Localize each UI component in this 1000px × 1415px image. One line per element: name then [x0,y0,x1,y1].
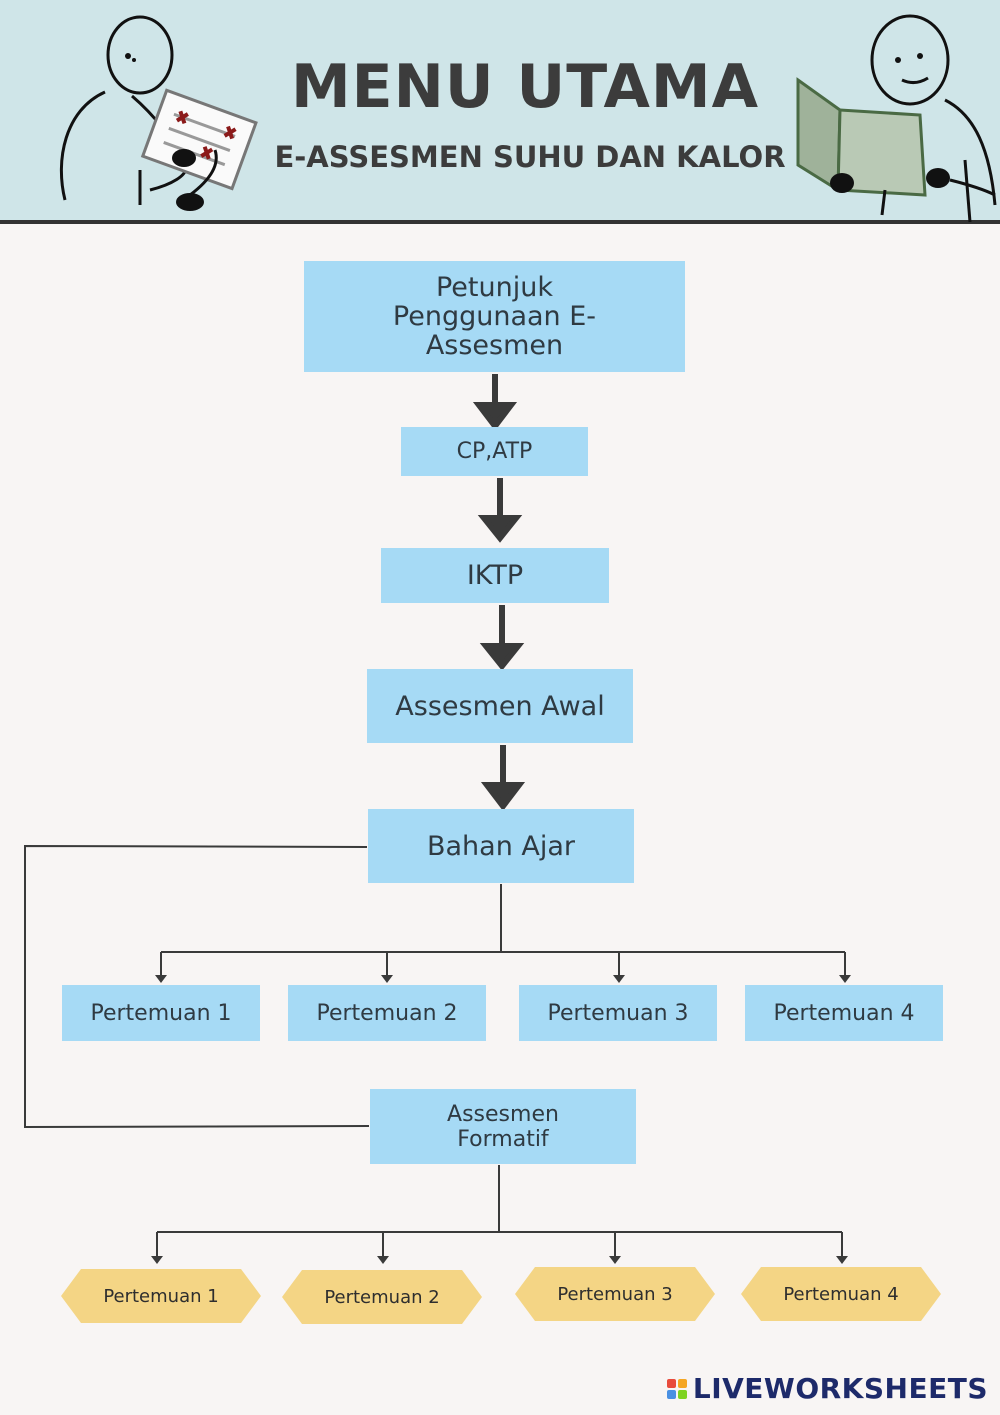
page-header: MENU UTAMA E-ASSESMEN SUHU DAN KALOR [0,0,1000,224]
pertemuan-label: Pertemuan 1 [103,1285,219,1307]
pertemuan-label: Pertemuan 3 [547,1000,689,1026]
person-with-paper-illustration [59,15,258,211]
pertemuan-label: Pertemuan 2 [324,1286,440,1308]
pertemuan-label: Pertemuan 4 [773,1000,915,1026]
formatif-pertemuan-2-button[interactable]: Pertemuan 2 [282,1270,482,1324]
formatif-pertemuan-3-button[interactable]: Pertemuan 3 [515,1267,715,1321]
liveworksheets-brand: LIVEWORKSHEETS [666,1372,988,1405]
formatif-branch [156,1165,843,1256]
formatif-pertemuan-4-button[interactable]: Pertemuan 4 [741,1267,941,1321]
pertemuan-label: Pertemuan 2 [316,1000,458,1026]
page-title: MENU UTAMA [290,52,760,122]
iktp-label: IKTP [466,560,524,591]
bahan-ajar-branch [160,884,846,975]
petunjuk-label: Petunjuk Penggunaan E- Assesmen [392,272,597,361]
petunjuk-penggunaan-button[interactable]: Petunjuk Penggunaan E- Assesmen [304,261,685,372]
liveworksheets-logo-icon [666,1378,687,1399]
assesmen-awal-button[interactable]: Assesmen Awal [367,669,633,743]
bahan-ajar-pertemuan-1-button[interactable]: Pertemuan 1 [62,985,260,1041]
pertemuan-label: Pertemuan 4 [783,1283,899,1305]
page-subtitle: E-ASSESMEN SUHU DAN KALOR [274,140,786,174]
bahan-ajar-pertemuan-4-button[interactable]: Pertemuan 4 [745,985,943,1041]
brand-text: LIVEWORKSHEETS [692,1372,988,1405]
bahan-ajar-pertemuan-3-button[interactable]: Pertemuan 3 [519,985,717,1041]
loop-connector [24,844,370,1129]
cp-atp-button[interactable]: CP,ATP [401,427,588,476]
pertemuan-label: Pertemuan 3 [557,1283,673,1305]
iktp-button[interactable]: IKTP [381,548,609,603]
cp-atp-label: CP,ATP [456,439,533,464]
bahan-ajar-label: Bahan Ajar [426,830,576,862]
bahan-ajar-pertemuan-2-button[interactable]: Pertemuan 2 [288,985,486,1041]
formatif-pertemuan-1-button[interactable]: Pertemuan 1 [61,1269,261,1323]
assesmen-formatif-label: Assesmen Formatif [447,1101,559,1152]
main-flow-arrows [472,374,526,811]
assesmen-awal-label: Assesmen Awal [395,690,605,722]
pertemuan-label: Pertemuan 1 [90,1000,232,1026]
person-reading-book-illustration [796,14,997,223]
bahan-ajar-button[interactable]: Bahan Ajar [368,809,634,883]
assesmen-formatif-button[interactable]: Assesmen Formatif [370,1089,636,1164]
